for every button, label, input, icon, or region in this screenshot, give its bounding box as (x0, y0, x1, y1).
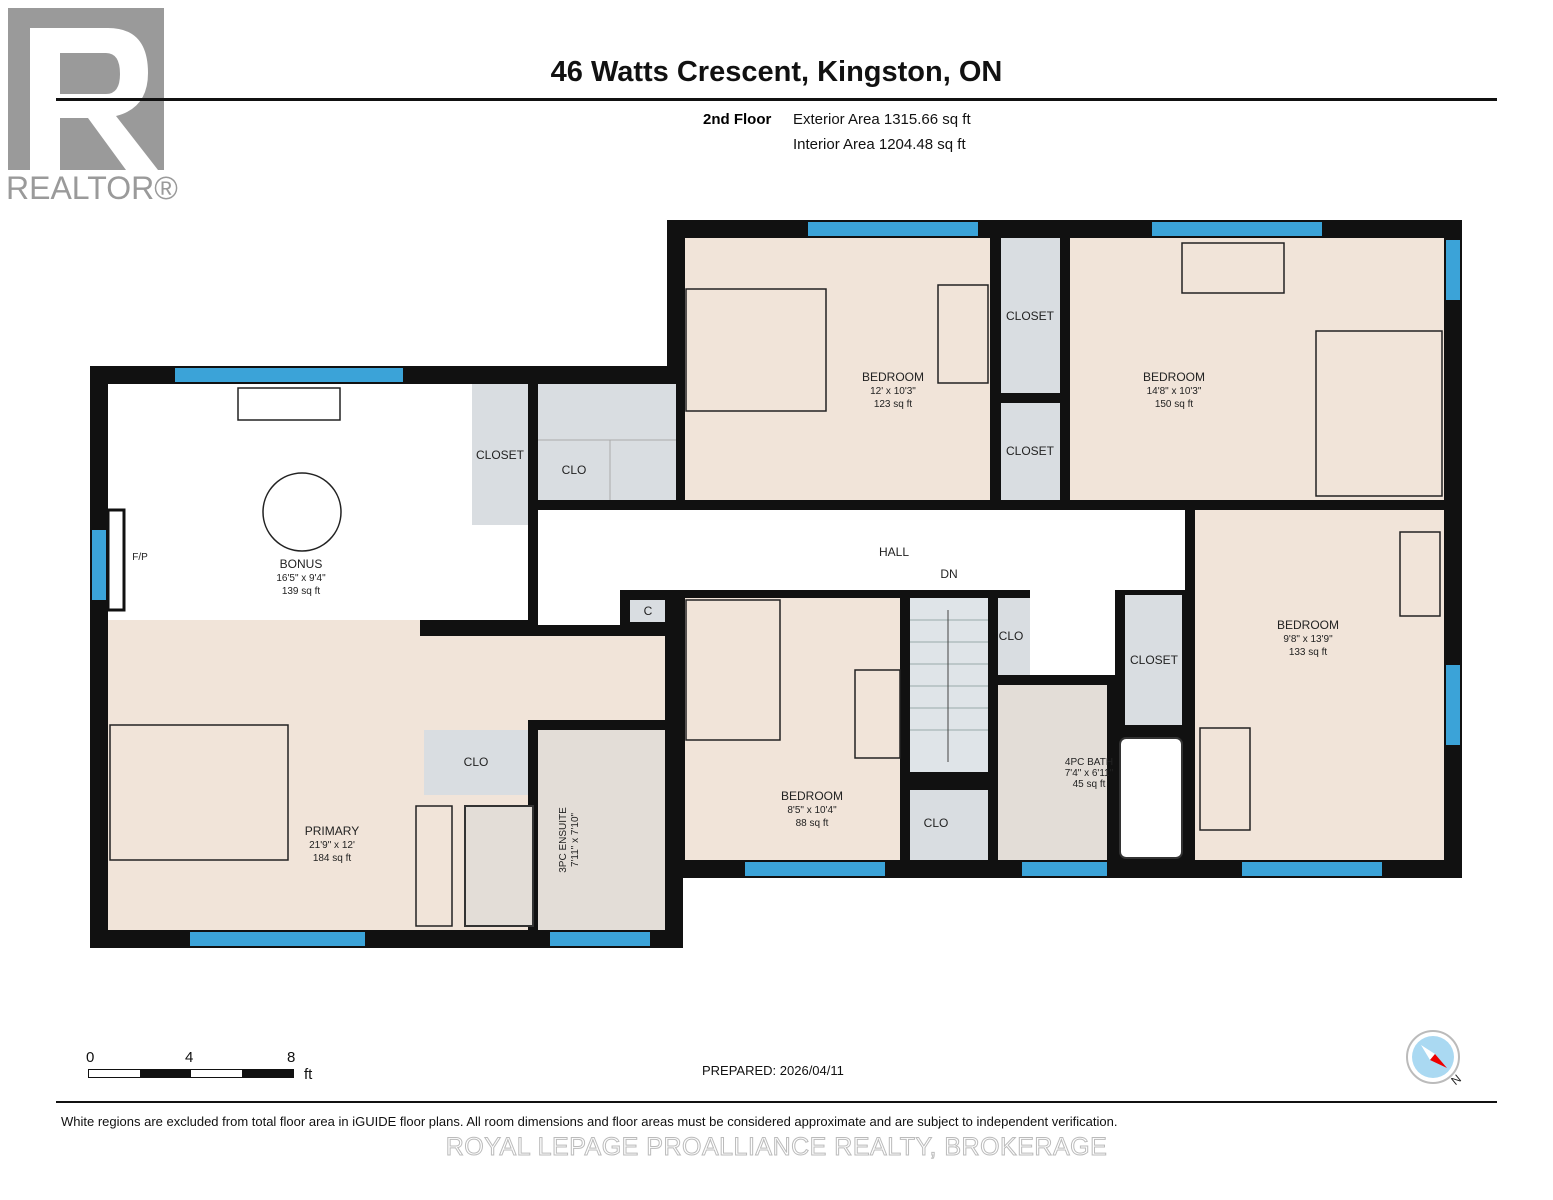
bedroom2-name: BEDROOM (1143, 370, 1205, 384)
ensuite-shower (464, 805, 534, 927)
scale-tick-4: 4 (185, 1049, 194, 1066)
bedroom-3 (1195, 510, 1444, 860)
scale-bar (88, 1069, 294, 1078)
bonus-dims: 16'5" x 9'4" (276, 573, 326, 584)
bath-dims: 7'4" x 6'11" (1065, 768, 1114, 779)
ensuite-name: 3PC ENSUITE (558, 807, 569, 873)
interior-area: Interior Area 1204.48 sq ft (793, 136, 966, 153)
bedroom-1 (685, 238, 990, 500)
floor-plan: BONUS 16'5" x 9'4" 139 sq ft F/P CLOSET … (90, 220, 1462, 948)
stair-clo (910, 790, 988, 860)
realtor-logo-text: REALTOR® (6, 170, 178, 206)
fp-label: F/P (132, 552, 148, 563)
clo-label: CLO (562, 463, 587, 477)
dn-label: DN (940, 567, 957, 581)
prepared-date: PREPARED: 2026/04/11 (702, 1063, 844, 1078)
closet-right (1125, 595, 1182, 725)
hall-clo (998, 598, 1030, 675)
bath (998, 685, 1107, 860)
hall-east (1030, 590, 1115, 675)
bath-area: 45 sq ft (1073, 779, 1106, 790)
primary-clo-label: CLO (464, 755, 489, 769)
compass-n: N (1448, 1072, 1464, 1088)
bedroom1-area: 123 sq ft (874, 399, 913, 410)
brokerage-watermark: ROYAL LEPAGE PROALLIANCE REALTY, BROKERA… (445, 1133, 1108, 1162)
scale-tick-8: 8 (287, 1049, 296, 1066)
fireplace (106, 508, 126, 612)
bedroom2-dims: 14'8" x 10'3" (1147, 386, 1202, 397)
bedroom1-name: BEDROOM (862, 370, 924, 384)
closet-label: CLOSET (476, 448, 525, 462)
closet-mid (1001, 403, 1060, 500)
bonus-area: 139 sq ft (282, 586, 321, 597)
hall-west (538, 510, 620, 625)
bedroom3-area: 133 sq ft (1289, 647, 1328, 658)
page-title: 46 Watts Crescent, Kingston, ON (550, 56, 1003, 88)
stair-clo-label: CLO (924, 816, 949, 830)
footer-divider (56, 1101, 1497, 1103)
bathtub (1119, 737, 1183, 859)
closet-top (1001, 238, 1060, 393)
bonus-name: BONUS (280, 557, 323, 571)
hall-clo-label: CLO (999, 629, 1024, 643)
bedroom3-name: BEDROOM (1277, 618, 1339, 632)
primary-area: 184 sq ft (313, 853, 352, 864)
closet-top-label: CLOSET (1006, 309, 1055, 323)
header-divider (56, 98, 1497, 101)
bedroom3-dims: 9'8" x 13'9" (1283, 634, 1333, 645)
closet-mid-label: CLOSET (1006, 444, 1055, 458)
bedroom1-dims: 12' x 10'3" (870, 386, 916, 397)
compass-icon: N (1405, 1030, 1465, 1095)
primary-name: PRIMARY (305, 824, 359, 838)
primary-clo (424, 730, 528, 795)
ensuite-dims: 7'11" x 7'10" (570, 813, 581, 868)
windows (92, 222, 1460, 946)
floor-label: 2nd Floor (703, 111, 772, 128)
closet-right-label: CLOSET (1130, 653, 1179, 667)
hall-label: HALL (879, 545, 909, 559)
bedroom-4 (685, 598, 900, 860)
bedroom4-name: BEDROOM (781, 789, 843, 803)
bedroom2-area: 150 sq ft (1155, 399, 1194, 410)
scale-unit: ft (304, 1066, 313, 1083)
exterior-area: Exterior Area 1315.66 sq ft (793, 111, 971, 128)
clo-area (538, 384, 676, 500)
disclaimer: White regions are excluded from total fl… (61, 1114, 1118, 1129)
ensuite (538, 730, 665, 930)
bedroom4-area: 88 sq ft (796, 818, 829, 829)
stairs (910, 598, 988, 772)
furniture (109, 242, 1443, 927)
c-closet (630, 600, 665, 622)
bedroom-2 (1070, 238, 1444, 500)
c-label: C (644, 604, 653, 618)
bonus-closet (472, 384, 528, 525)
bath-name: 4PC BATH (1065, 757, 1113, 768)
bonus-room (108, 384, 528, 620)
scale-tick-0: 0 (86, 1049, 95, 1066)
hall (538, 510, 1185, 590)
bedroom4-dims: 8'5" x 10'4" (787, 805, 837, 816)
primary-dims: 21'9" x 12' (309, 840, 355, 851)
